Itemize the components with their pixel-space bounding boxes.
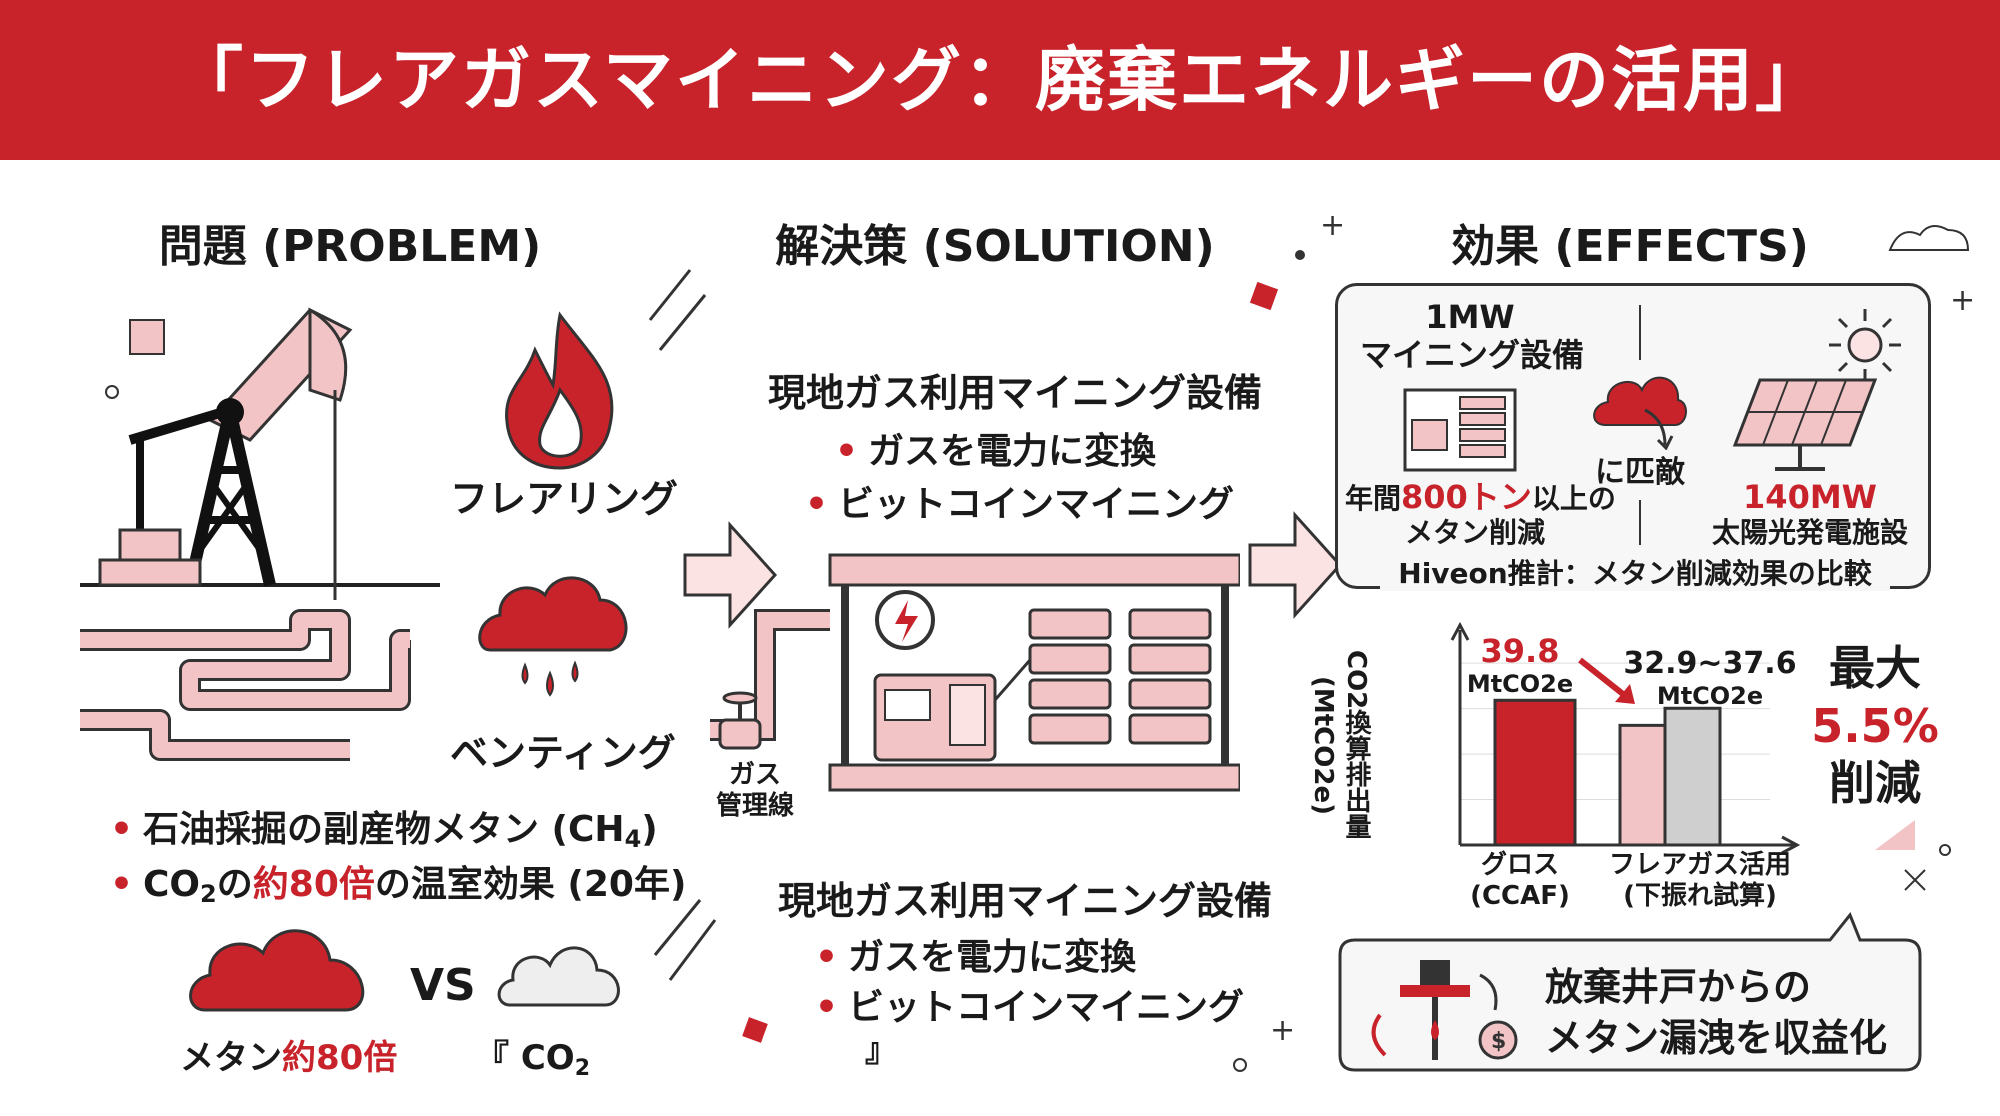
x-axis-arrow — [1781, 835, 1801, 855]
bar-label-gross: 39.8 MtCO2e — [1466, 632, 1574, 699]
solution-close-bracket: 』 — [865, 1031, 898, 1069]
deco-dot — [1295, 250, 1305, 260]
bar-label-flare: 32.9~37.6 MtCO2e — [1623, 646, 1797, 710]
deco-cloud — [1888, 225, 1970, 251]
page-title: 「フレアガスマイニング：廃棄エネルギーの活用」 — [173, 39, 1827, 121]
deco-triangle — [1875, 820, 1915, 850]
trend-arrow-head — [1615, 684, 1635, 704]
solution-heading: 解決策 (SOLUTION) — [775, 221, 1215, 272]
co2-label: 『 CO2 — [475, 1038, 591, 1081]
deco-square — [129, 319, 165, 355]
category-gross: グロス(CCAF) — [1470, 850, 1570, 912]
pumpjack-icon — [80, 307, 440, 761]
mining-desc: 年間800トン以上の メタン削減 — [1345, 478, 1616, 550]
deco-square — [1249, 281, 1279, 311]
venting-label: ベンティング — [450, 731, 676, 775]
arrow-right-icon — [683, 521, 778, 629]
cloud-icon — [478, 576, 628, 697]
svg-text:$: $ — [1491, 1029, 1506, 1054]
comparison-caption: Hiveon推計：メタン削減効果の比較 — [1380, 557, 1890, 591]
gas-line-label: ガス管理線 — [715, 760, 794, 822]
deco-circle — [105, 385, 119, 399]
deco-line — [653, 899, 702, 956]
solution-title-1: 現地ガス利用マイニング設備 — [767, 371, 1262, 415]
co2-cloud-icon — [497, 946, 620, 1007]
deco-circle — [1939, 844, 1951, 856]
chart-ylabel: CO2換算排出量 (MtCO2e) — [1308, 650, 1371, 840]
effects-heading: 効果 (EFFECTS) — [1451, 221, 1809, 272]
solution-item: •ガスを電力に変換 — [815, 937, 1137, 978]
deco-x — [1904, 869, 1926, 891]
arrow-right-icon — [1248, 511, 1343, 619]
methane-label: メタン約80倍 — [180, 1038, 398, 1078]
solution-item: •ビットコインマイニング — [805, 484, 1235, 525]
methane-cloud-icon — [189, 929, 365, 1012]
deco-plus: + — [1950, 283, 1975, 318]
header-banner — [0, 0, 2000, 160]
container-icon — [710, 553, 1240, 792]
sun-icon — [1829, 309, 1901, 381]
deco-line — [648, 269, 692, 321]
valve-icon — [718, 691, 762, 750]
cloud-arrow-icon — [1593, 376, 1687, 450]
solution-item: •ガスを電力に変換 — [835, 431, 1157, 472]
flame-icon — [505, 311, 614, 470]
well-icon: $ — [1371, 960, 1518, 1060]
solution-item: •ビットコインマイニング — [815, 987, 1245, 1028]
callout-text: 放棄井戸からのメタン漏洩を収益化 — [1545, 965, 1888, 1061]
max-reduction: 最大 5.5% 削減 — [1811, 641, 1939, 810]
category-flare: フレアガス活用(下振れ試算) — [1608, 850, 1791, 912]
solar-panel-icon — [1732, 378, 1878, 471]
deco-circle — [1233, 1058, 1247, 1072]
trend-arrow — [1578, 657, 1630, 701]
deco-line — [668, 919, 717, 981]
divider — [1639, 305, 1641, 545]
flaring-label: フレアリング — [450, 477, 679, 521]
problem-heading: 問題 (PROBLEM) — [158, 221, 542, 272]
solar-desc: 140MW 太陽光発電施設 — [1711, 478, 1908, 550]
deco-plus: + — [1320, 208, 1345, 243]
problem-bullet-greenhouse: •CO2の約80倍の温室効果 (20年) — [110, 864, 687, 908]
solution-title-2: 現地ガス利用マイニング設備 — [777, 879, 1272, 923]
decorations: + + + — [105, 208, 1975, 1072]
problem-bullet-methane: •石油採掘の副産物メタン (CH4) — [110, 809, 658, 853]
emissions-chart — [1450, 621, 1801, 855]
deco-square — [742, 1017, 768, 1043]
mining-container-icon — [1403, 388, 1517, 472]
deco-line — [658, 294, 707, 351]
deco-plus: + — [1270, 1013, 1295, 1048]
bar-gross — [1493, 698, 1577, 847]
vs-label: VS — [410, 960, 476, 1011]
bar-flare-high — [1663, 706, 1722, 847]
y-axis-arrow — [1450, 621, 1470, 641]
equivalent-label: に匹敵 — [1595, 455, 1685, 490]
